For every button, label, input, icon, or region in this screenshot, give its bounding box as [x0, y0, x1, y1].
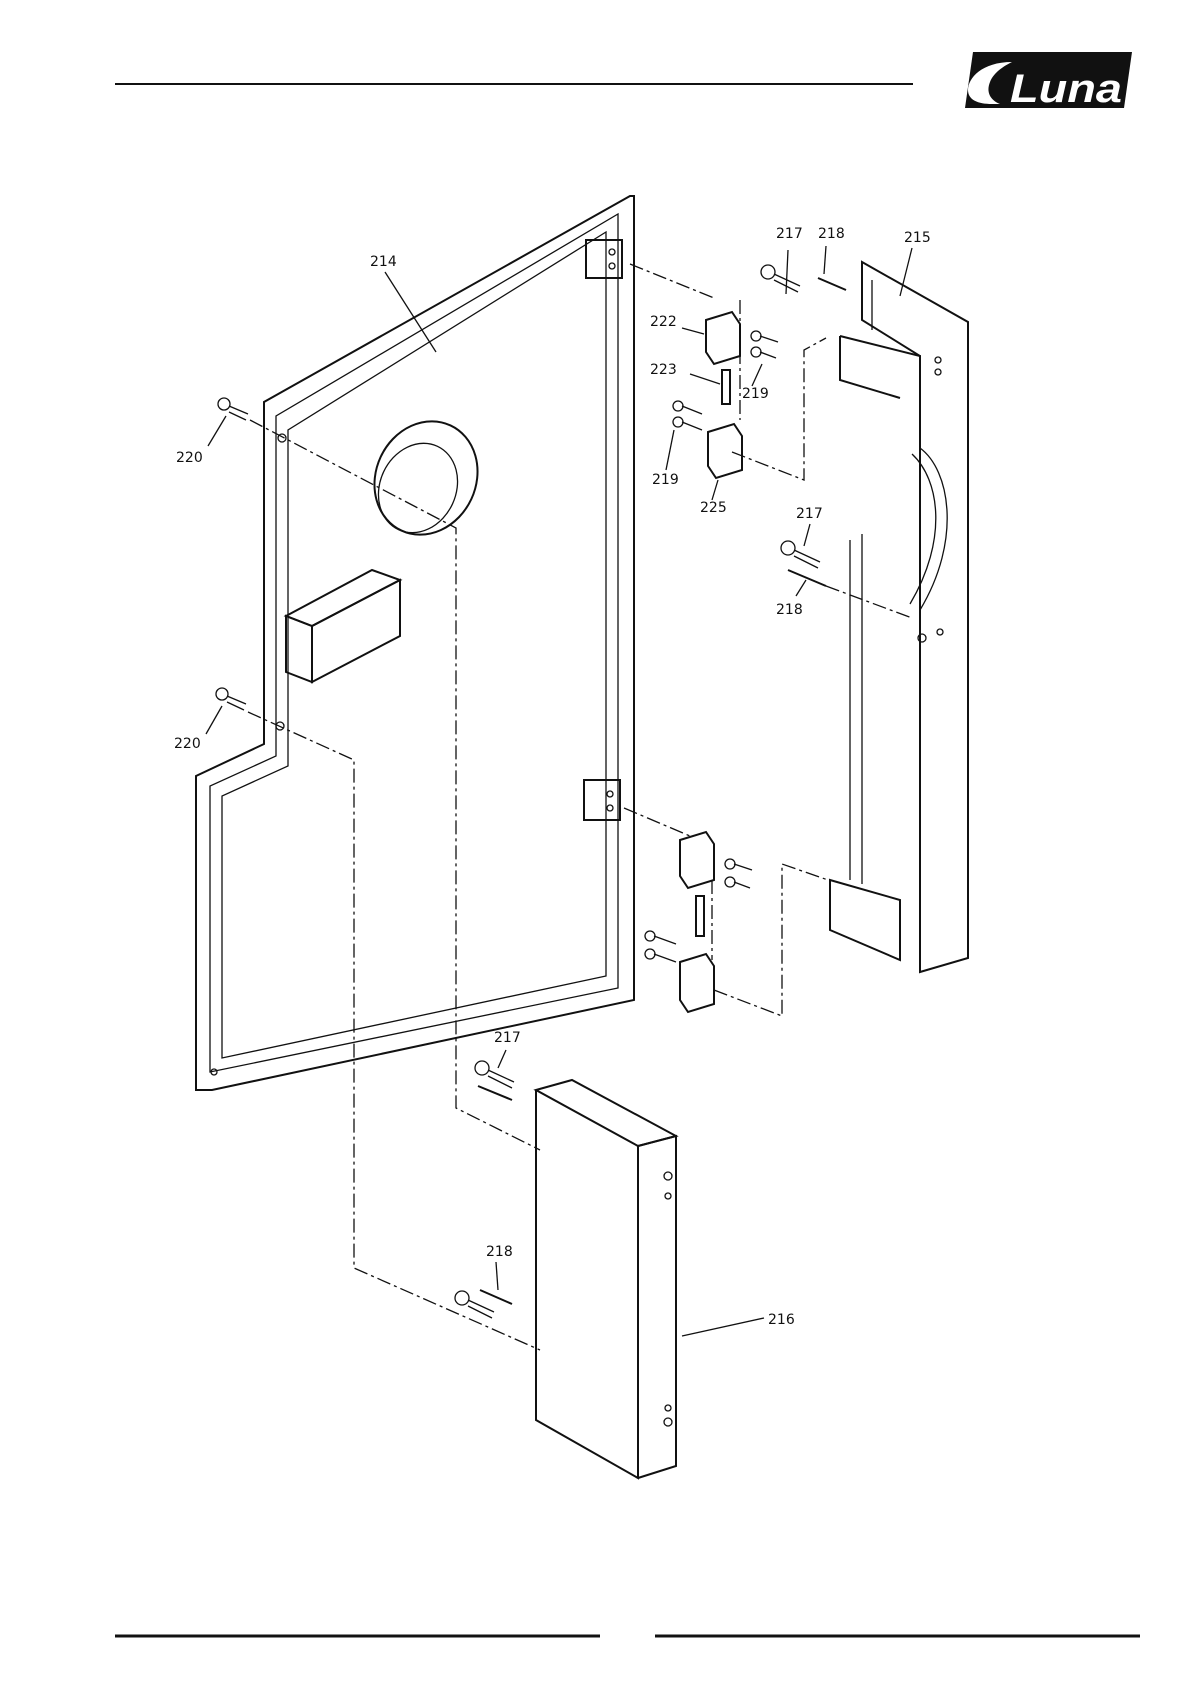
- callout-217-bottom: 217: [494, 1030, 521, 1046]
- callout-215: 215: [904, 230, 931, 246]
- screw-217-top: [761, 265, 800, 292]
- hinge-pin-223: [722, 370, 730, 404]
- callout-labels: 214 215 216 217 218 222 219 223 219 225 …: [174, 226, 931, 1328]
- door-outline: [196, 196, 634, 1090]
- callout-222: 222: [650, 314, 677, 330]
- hinge-frame-215: [830, 262, 968, 972]
- hinge-bracket-225: [708, 424, 742, 478]
- pin-218-low-upper: [478, 1086, 512, 1100]
- luna-logo: Luna: [965, 52, 1132, 111]
- pin-218-mid: [788, 570, 826, 586]
- screw-217-lowest: [455, 1291, 494, 1318]
- upper-hinge-lug: [586, 240, 622, 278]
- screw-217-mid: [781, 541, 820, 568]
- hinge-bracket-222: [706, 312, 740, 364]
- door-panel-214: [196, 196, 634, 1090]
- callout-225: 225: [700, 500, 727, 516]
- screw-219-lower: [673, 401, 702, 430]
- callout-219-upper: 219: [742, 386, 769, 402]
- callout-217-top: 217: [776, 226, 803, 242]
- pin-218-bottom: [480, 1290, 512, 1304]
- lower-hinge-lug: [584, 780, 620, 820]
- screw-217-bottom: [475, 1061, 514, 1088]
- callout-216: 216: [768, 1312, 795, 1328]
- screw-220-upper: [218, 398, 248, 420]
- callout-217-mid: 217: [796, 506, 823, 522]
- control-box: [286, 570, 400, 682]
- logo-wordmark: Luna: [1010, 67, 1122, 111]
- callout-leaders: [206, 246, 912, 1336]
- callout-218-mid: 218: [776, 602, 803, 618]
- handle-bar-216: [536, 1080, 676, 1478]
- screw-220-lower: [216, 688, 246, 710]
- screw-219-upper: [751, 331, 778, 358]
- callout-219-lower: 219: [652, 472, 679, 488]
- callout-214: 214: [370, 254, 397, 270]
- callout-223: 223: [650, 362, 677, 378]
- assembly-center-lines: [248, 264, 912, 1350]
- door-gasket: [222, 232, 606, 1058]
- callout-218-top: 218: [818, 226, 845, 242]
- callout-218-bottom: 218: [486, 1244, 513, 1260]
- callout-220-lower: 220: [174, 736, 201, 752]
- callout-220-upper: 220: [176, 450, 203, 466]
- pin-218-top: [818, 278, 846, 290]
- door-inner-lip: [210, 214, 618, 1072]
- lower-hinge-assembly: [645, 832, 752, 1012]
